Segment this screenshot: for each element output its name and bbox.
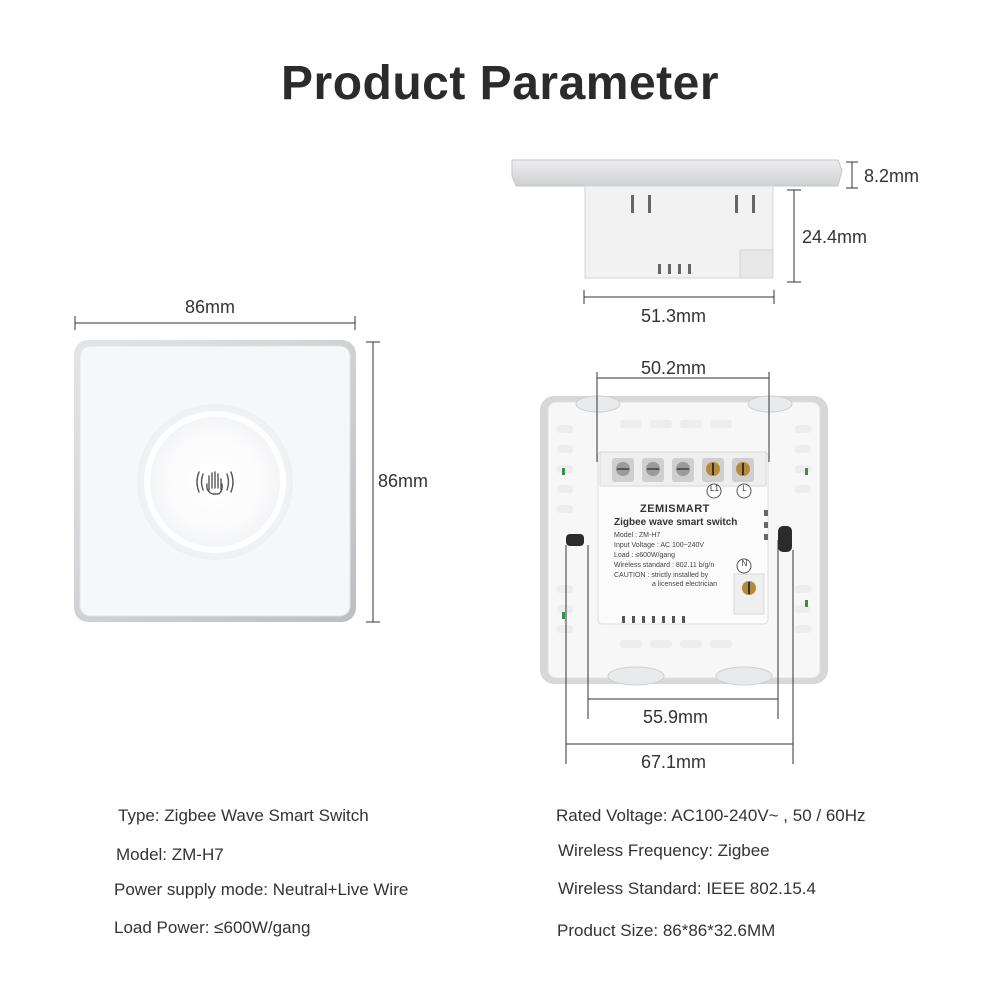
side-plate-dimension-line	[846, 161, 858, 189]
front-view	[74, 316, 380, 623]
terminal-block	[599, 451, 767, 487]
neutral-terminal	[733, 573, 765, 615]
back-inner-dimension-line	[587, 540, 779, 719]
side-depth-dimension-line	[787, 189, 801, 283]
spec-power-supply: Power supply mode: Neutral+Live Wire	[114, 880, 409, 899]
back-outer-label: 67.1mm	[641, 752, 707, 772]
side-face-plate	[511, 159, 843, 187]
spec-wireless-frequency: Wireless Frequency: Zigbee	[558, 841, 770, 860]
label-wireless: Wireless standard : 802.11 b/g/n	[614, 562, 715, 569]
terminal-n-label: N	[741, 559, 748, 568]
back-view	[540, 372, 828, 764]
spec-wireless-standard: Wireless Standard: IEEE 802.15.4	[558, 879, 816, 898]
back-right-clip	[778, 526, 792, 552]
back-top-label: 50.2mm	[641, 358, 707, 378]
label-product-name: Zigbee wave smart switch	[614, 517, 738, 528]
terminal-l-label: L	[742, 484, 747, 493]
label-caution: CAUTION : strictly installed by	[614, 572, 709, 579]
spec-rated-voltage: Rated Voltage: AC100-240V~ , 50 / 60Hz	[556, 806, 866, 825]
label-model: Model : ZM-H7	[614, 532, 661, 539]
front-width-dimension-line	[74, 316, 356, 330]
spec-model: Model: ZM-H7	[116, 845, 224, 864]
side-view	[511, 159, 858, 304]
side-depth-label: 24.4mm	[802, 227, 868, 247]
spec-type: Type: Zigbee Wave Smart Switch	[118, 806, 369, 825]
back-top-dimension-line	[596, 372, 770, 462]
label-caution-line2: a licensed electrician	[652, 581, 717, 588]
label-voltage: Input Voltage : AC 100~240V	[614, 542, 705, 549]
side-width-label: 51.3mm	[641, 306, 707, 326]
terminal-l1-label: L1	[710, 484, 719, 493]
label-load: Load : ≤600W/gang	[614, 552, 676, 559]
touch-icon	[196, 471, 234, 495]
side-width-dimension-line	[583, 290, 775, 304]
front-height-dimension-line	[366, 341, 380, 623]
back-left-clip	[566, 534, 584, 546]
back-outer-dimension-line	[565, 545, 794, 764]
spec-load-power: Load Power: ≤600W/gang	[114, 918, 311, 937]
brand-logo: ZEMISMART	[640, 503, 710, 515]
front-width-label: 86mm	[185, 297, 236, 317]
side-plate-label: 8.2mm	[864, 166, 920, 186]
back-inner-label: 55.9mm	[643, 707, 709, 727]
front-height-label: 86mm	[378, 471, 429, 491]
spec-product-size: Product Size: 86*86*32.6MM	[557, 921, 776, 940]
page-title: Product Parameter	[281, 57, 719, 110]
